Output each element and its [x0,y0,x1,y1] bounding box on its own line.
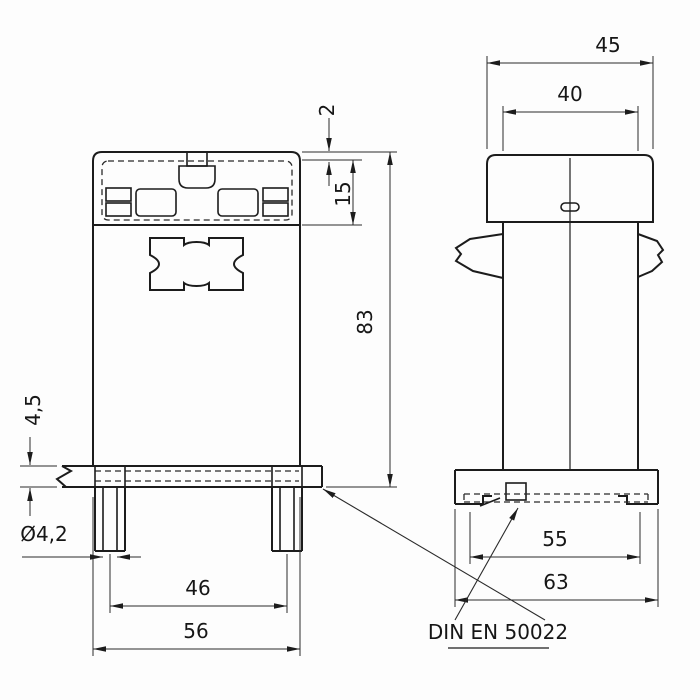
screw-block [105,187,132,202]
dim-text-45: 45 [595,33,620,57]
side-clip-left [454,233,504,279]
dim-text-4-5: 4,5 [21,394,45,426]
screw-block [262,202,289,217]
front-rail-hidden-lines [95,470,299,482]
front-top-center-tab [178,165,216,189]
dim-text-46: 46 [185,576,210,600]
dimension-2: 2 [315,104,339,186]
dimension-55: 55 [470,527,640,560]
screw-block [262,187,289,202]
dim-text-56: 56 [183,619,208,643]
din-rail-callout: DIN EN 50022 [322,488,568,649]
side-clip-right [637,233,665,278]
front-terminal-left [135,188,177,217]
front-cover-hidden-outline [101,160,293,221]
front-mounting-hole-lines [102,487,295,551]
dimension-56: 56 [93,619,300,652]
dim-text-2: 2 [315,104,339,117]
front-top-center-block [186,151,208,167]
front-rail-slot-ticks [94,466,303,487]
din-rail-label: DIN EN 50022 [428,620,568,644]
screw-block [105,202,132,217]
leader-to-side-view [454,507,519,621]
side-top-slot [560,202,580,212]
dimension-45: 45 [487,33,653,66]
dimension-40: 40 [503,82,638,115]
side-rail-hidden-profile [463,493,649,503]
dimension-4-5: 4,5 [21,394,45,516]
dimension-83: 83 [353,152,393,487]
dimension-46: 46 [110,576,287,609]
front-terminal-right [217,188,259,217]
front-terminal-screws [105,187,289,217]
dim-text-15: 15 [331,181,355,206]
side-rail-latch [505,482,527,501]
front-window-clip [149,237,244,291]
dim-text-63: 63 [543,570,568,594]
side-view [454,154,665,507]
front-body-outline [55,151,323,552]
dim-text-40: 40 [557,82,582,106]
dim-text-83: 83 [353,309,377,334]
leader-to-front-view [322,488,546,621]
side-body-outline [454,154,659,505]
extension-lines [20,56,659,656]
front-view [55,151,323,552]
dimension-hole-diameter: Ø4,2 [20,522,141,560]
dimension-15: 15 [331,160,356,225]
dim-text-hole-diameter: Ø4,2 [20,522,68,546]
dimension-63: 63 [455,570,658,603]
dim-text-55: 55 [542,527,567,551]
